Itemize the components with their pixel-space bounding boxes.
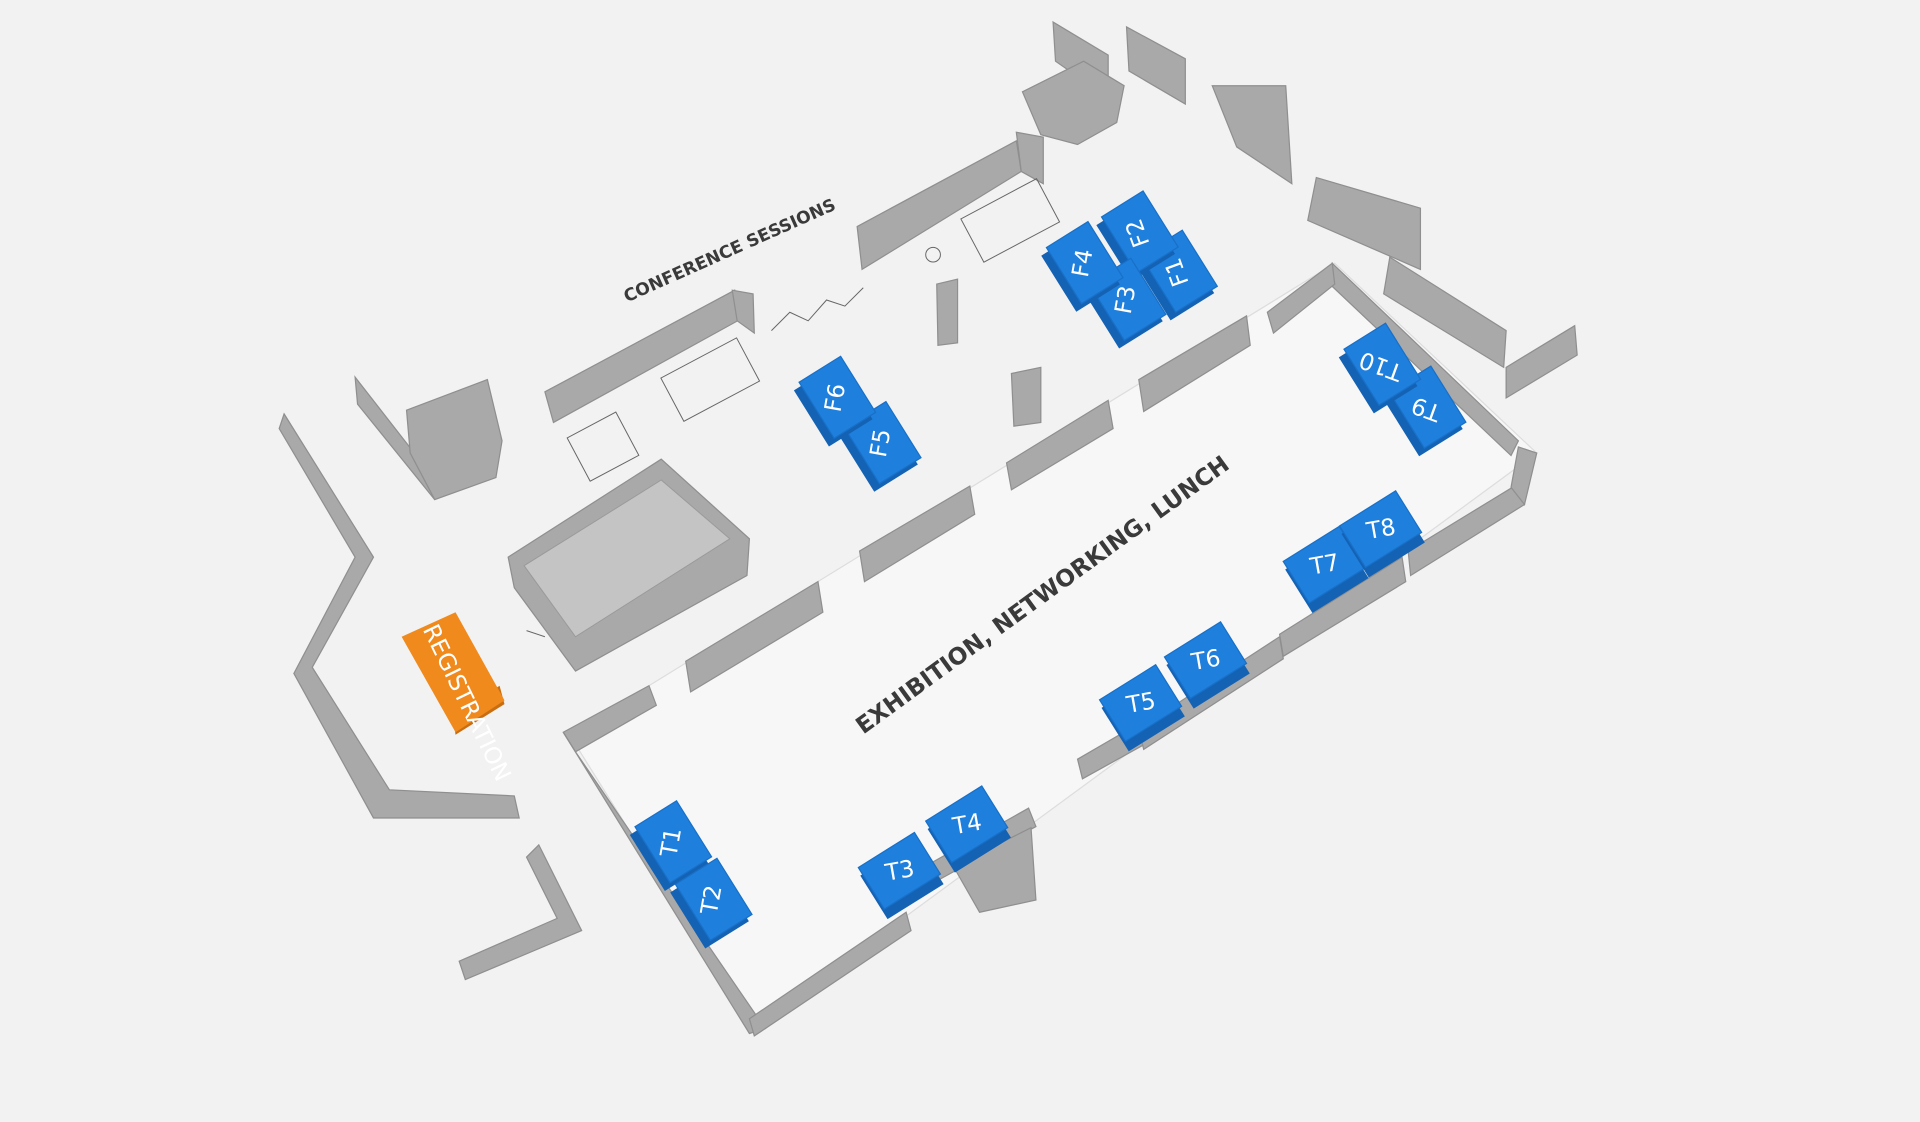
wall — [1278, 556, 1407, 658]
booth-label: F3 — [1110, 284, 1141, 316]
wall — [858, 485, 976, 583]
booth-t5: T5 — [1098, 663, 1185, 752]
booth-label: F4 — [1067, 247, 1098, 279]
booth-top — [1343, 322, 1422, 407]
booth-label: T6 — [1188, 644, 1222, 676]
booth-t4: T4 — [924, 785, 1011, 873]
booth-label: T2 — [696, 883, 728, 917]
wall — [936, 278, 959, 347]
wall — [1021, 60, 1125, 146]
door-swings — [771, 287, 864, 331]
booth-f6: F6 — [793, 355, 877, 447]
booth-t10: T10 — [1338, 322, 1422, 414]
wall — [1505, 324, 1578, 400]
zone-label-conference: CONFERENCE SESSIONS — [621, 195, 839, 307]
wall — [1307, 176, 1422, 271]
booth-label: F6 — [820, 382, 851, 414]
wall — [544, 289, 743, 424]
wall — [1383, 256, 1507, 369]
booth-label: T1 — [655, 826, 687, 860]
booth-label: T8 — [1363, 513, 1397, 545]
booth-top — [1045, 220, 1124, 305]
booth-top — [1098, 663, 1183, 743]
elevator — [660, 337, 761, 423]
booth-label: T3 — [882, 855, 916, 887]
booth-label: T5 — [1123, 687, 1157, 719]
booth-t6: T6 — [1163, 621, 1250, 709]
wall — [1266, 262, 1336, 335]
booth-f4: F4 — [1041, 220, 1124, 312]
booth-t1: T1 — [629, 799, 713, 891]
wall — [405, 378, 503, 501]
booth-top — [924, 785, 1009, 864]
wall — [1138, 314, 1251, 413]
booth-top — [1338, 490, 1423, 569]
booth-label: T7 — [1307, 549, 1341, 581]
booth-t7: T7 — [1282, 525, 1369, 614]
restroom-block — [523, 479, 731, 638]
wall — [1015, 131, 1044, 185]
phone-icon — [925, 246, 941, 263]
registration-desk: REGISTRATION — [401, 612, 516, 785]
wall — [1125, 25, 1186, 106]
wall — [278, 412, 520, 819]
booth-top — [857, 831, 942, 910]
booth-label: F5 — [865, 427, 896, 459]
stairs — [960, 178, 1061, 263]
booth-t3: T3 — [857, 831, 944, 920]
booth-top — [674, 857, 753, 942]
wall — [1005, 399, 1114, 491]
booth-t8: T8 — [1338, 490, 1425, 578]
booth-t2: T2 — [670, 857, 753, 949]
wall — [1211, 85, 1293, 185]
wall — [748, 911, 912, 1037]
booth-top — [1163, 621, 1248, 700]
wall — [1010, 366, 1042, 427]
door-swings — [526, 630, 546, 638]
wall — [1510, 446, 1538, 506]
elevator — [566, 411, 640, 482]
booth-top — [1100, 190, 1179, 274]
booth-f2: F2 — [1096, 190, 1179, 282]
booth-label: T4 — [950, 809, 984, 841]
wall — [458, 843, 583, 981]
wall — [731, 289, 755, 335]
wall — [685, 580, 824, 693]
booth-top — [634, 799, 713, 884]
booth-top — [798, 355, 877, 440]
